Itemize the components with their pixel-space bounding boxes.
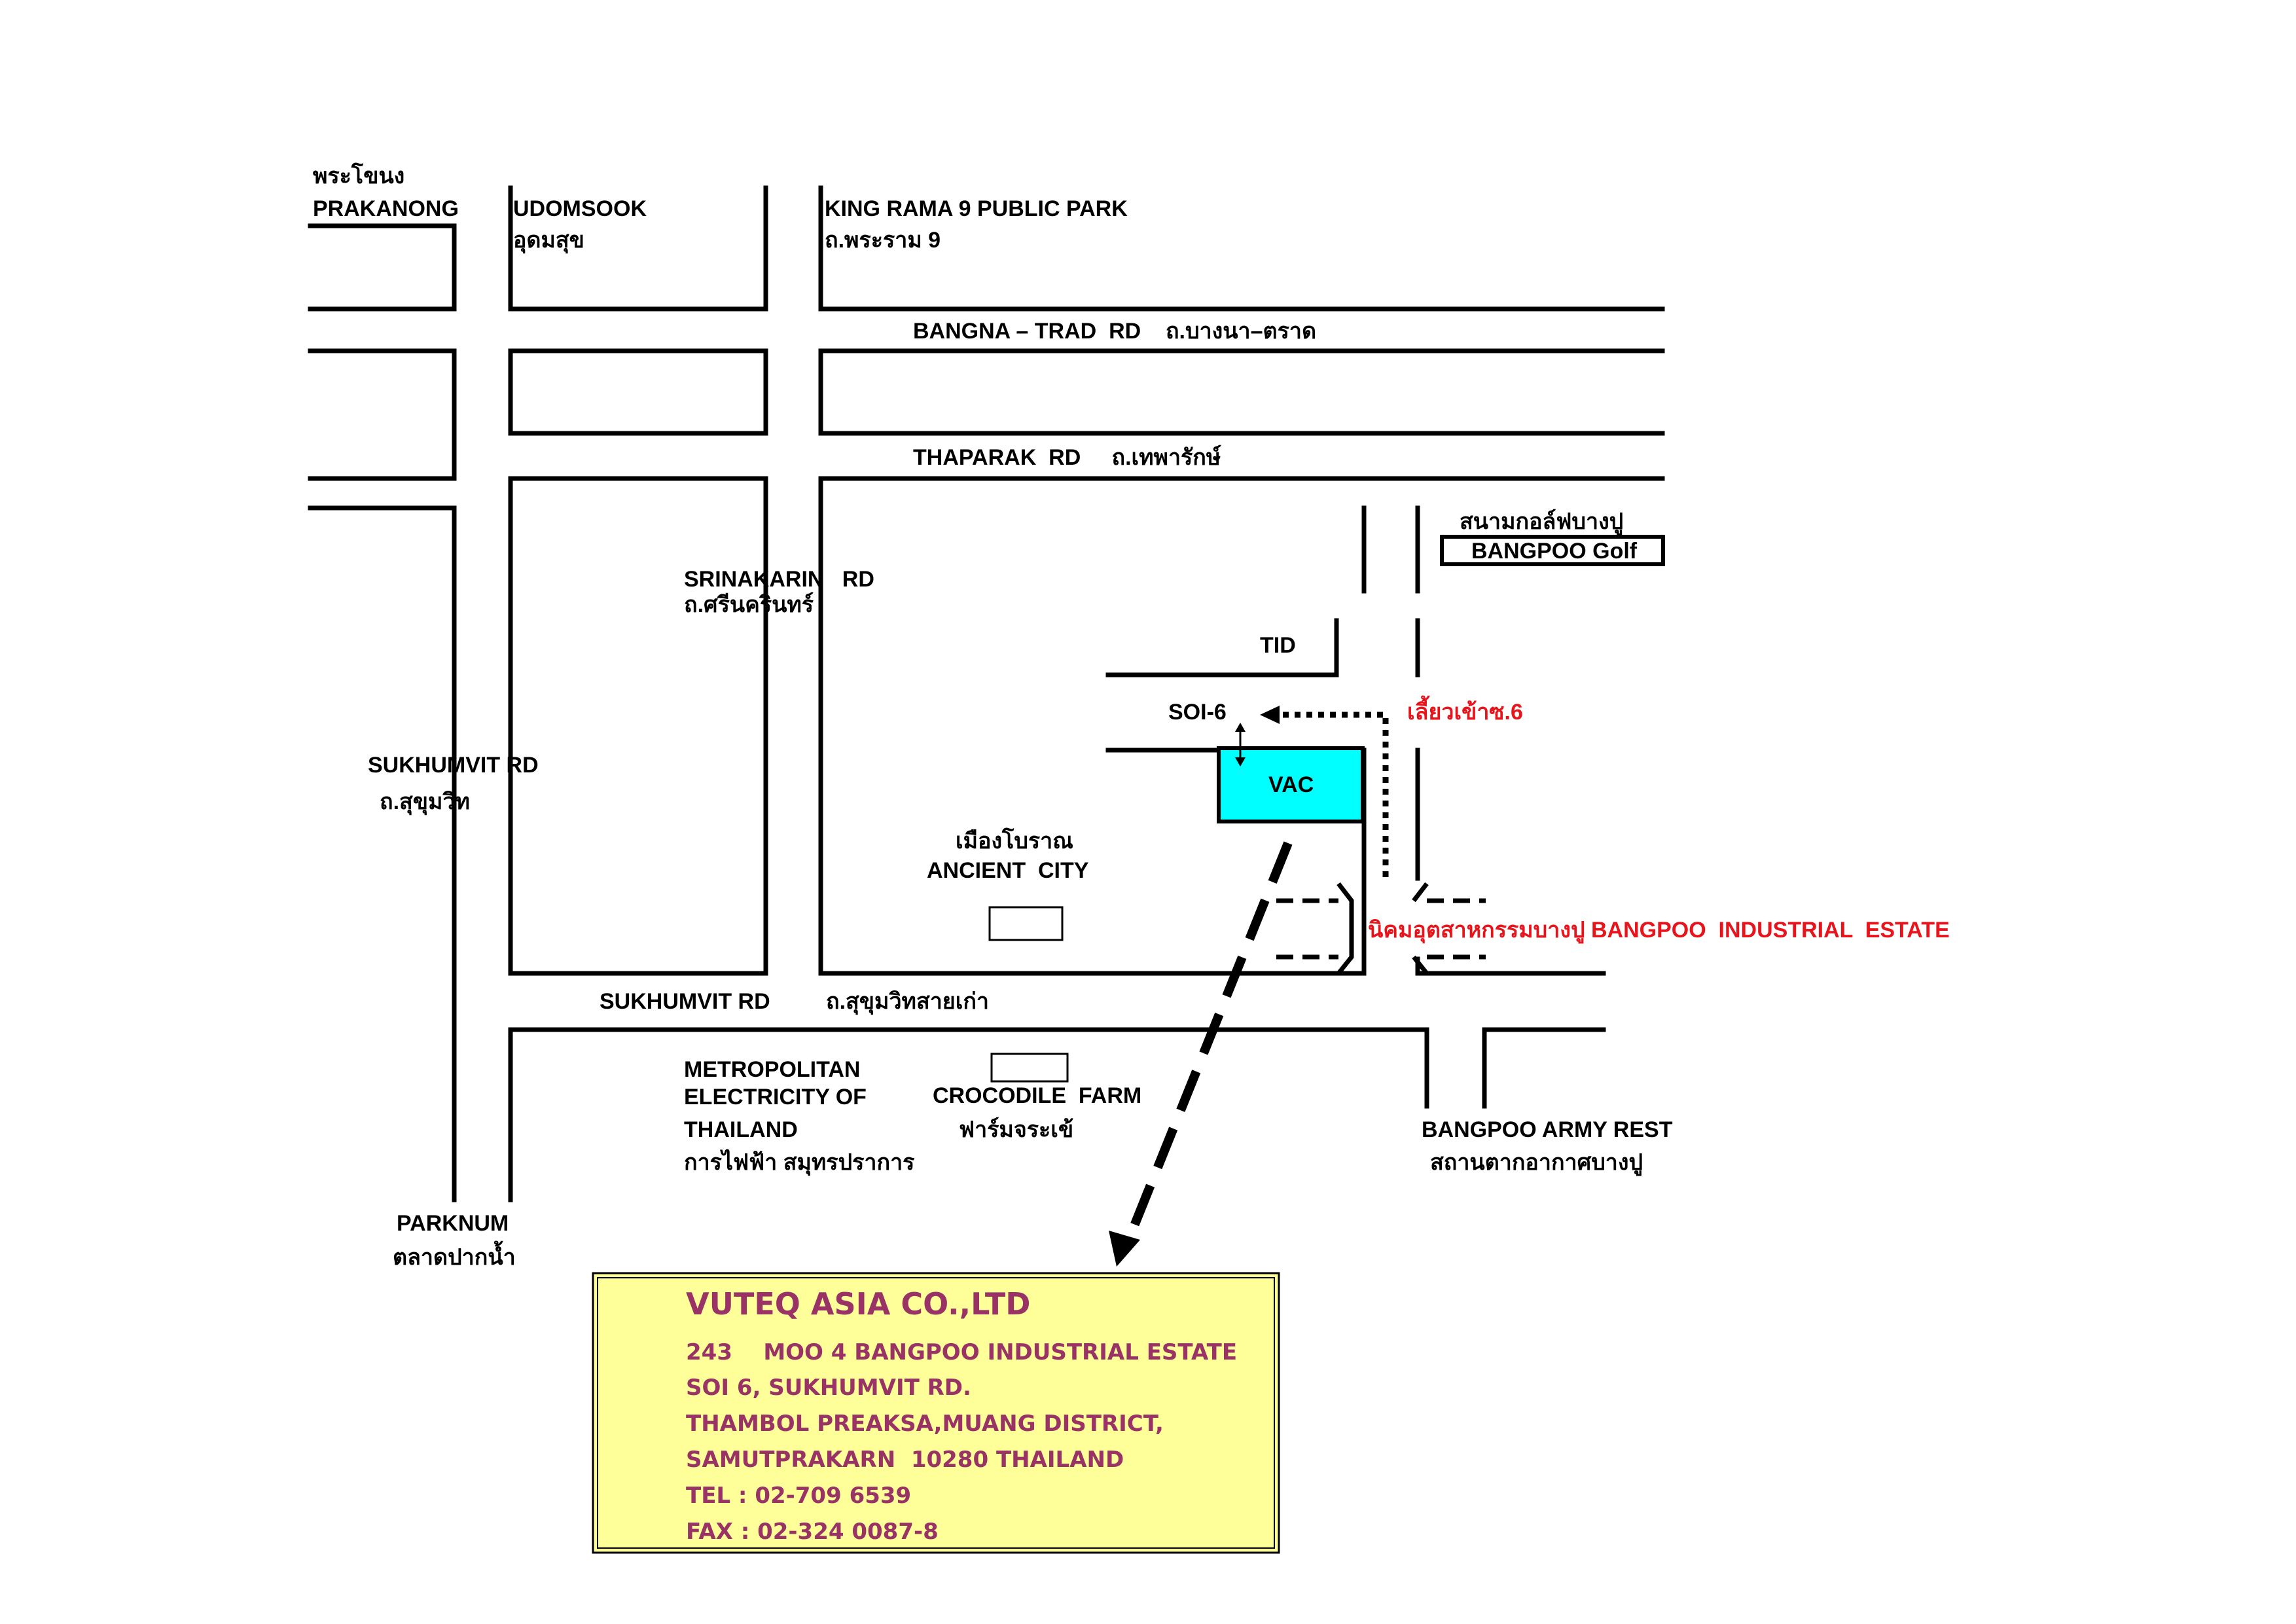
label-bangpoo-estate: นิคมอุตสาหกรรมบางปู BANGPOO INDUSTRIAL E…	[1368, 918, 1950, 944]
label-metropolitan-th: การไฟฟ้า สมุทรปราการ	[684, 1149, 915, 1176]
address-line-4: SAMUTPRAKARN 10280 THAILAND	[686, 1447, 1124, 1473]
label-sukhumvit-rd-left: SUKHUMVIT RD	[368, 753, 539, 778]
address-tel: TEL : 02-709 6539	[686, 1483, 911, 1509]
road-udomsook-block-top	[508, 185, 768, 312]
address-line-1: 243 MOO 4 BANGPOO INDUSTRIAL ESTATE	[686, 1339, 1237, 1365]
crocodile-farm-marker	[990, 1053, 1069, 1083]
address-line-3: THAMBOL PREAKSA,MUANG DISTRICT,	[686, 1411, 1164, 1437]
label-parknum-en: PARKNUM	[397, 1211, 509, 1236]
label-srinakarin-th: ถ.ศรีนครินทร์	[684, 592, 814, 617]
label-army-rest-th: สถานตากอากาศบางปู	[1430, 1150, 1643, 1176]
road-thaparak-south	[818, 476, 1665, 976]
road-sukhumvit-old-south	[508, 1027, 1429, 1202]
label-army-rest-en: BANGPOO ARMY REST	[1422, 1117, 1673, 1142]
road-block-srinakarin-west	[508, 476, 768, 976]
label-prakanong-en: PRAKANONG	[313, 196, 459, 221]
turn-in-arrowhead	[1260, 706, 1280, 724]
address-line-2: SOI 6, SUKHUMVIT RD.	[686, 1375, 971, 1401]
company-name: VUTEQ ASIA CO.,LTD	[686, 1286, 1030, 1322]
ancient-city-marker	[988, 906, 1064, 941]
label-udomsook-th: อุดมสุข	[513, 228, 584, 254]
road-tid-north	[1105, 618, 1339, 677]
label-crocodile-th: ฟาร์มจระเข้	[959, 1117, 1073, 1142]
address-fax: FAX : 02-324 0087-8	[686, 1519, 939, 1545]
label-vac: VAC	[1268, 772, 1314, 797]
label-turn-soi6: เลี้ยวเข้าซ.6	[1407, 695, 1523, 725]
label-srinakarin-en: SRINAKARIN RD	[684, 567, 874, 592]
road-block-left-middle	[308, 348, 457, 481]
label-sukhumvit-old-th: ถ.สุขุมวิทสายเก่า	[826, 989, 989, 1015]
pointer-arrowhead	[1109, 1231, 1140, 1267]
label-metropolitan-2: ELECTRICITY OF	[684, 1085, 867, 1110]
label-prakanong-th: พระโขนง	[313, 162, 404, 189]
label-sukhumvit-rd-bottom: SUKHUMVIT RD	[600, 989, 770, 1014]
turn-in-dotted-path	[1273, 712, 1389, 877]
road-estate-bottom-right	[1415, 956, 1606, 976]
bangpoo-golf-marker	[1440, 535, 1665, 566]
label-sukhumvit-th-left: ถ.สุขุมวิท	[380, 789, 470, 816]
road-network	[308, 185, 1665, 1202]
pointer-dashed-arrow	[1128, 841, 1293, 1233]
label-thaparak: THAPARAK RD ถ.เทพารักษ์	[913, 444, 1221, 470]
road-army-rest	[1482, 1027, 1606, 1109]
label-bangpoo-golf-en: BANGPOO Golf	[1471, 539, 1638, 564]
road-block-prakanong	[308, 223, 457, 312]
label-tid: TID	[1260, 633, 1296, 658]
road-rama9-block-top	[818, 185, 1665, 312]
label-soi6: SOI-6	[1168, 700, 1227, 725]
label-bangpoo-golf-th: สนามกอล์ฟบางปู	[1460, 509, 1623, 535]
label-king-rama9-en: KING RAMA 9 PUBLIC PARK	[825, 196, 1128, 221]
address-card-border	[592, 1272, 1280, 1554]
label-metropolitan-3: THAILAND	[684, 1117, 798, 1142]
address-card: VUTEQ ASIA CO.,LTD 243 MOO 4 BANGPOO IND…	[592, 1272, 1280, 1554]
label-metropolitan-1: METROPOLITAN	[684, 1057, 860, 1082]
road-bangna-trad-south	[818, 348, 1665, 436]
estate-dashed-route	[1276, 882, 1486, 975]
label-parknum-th: ตลาดปากน้ำ	[393, 1240, 516, 1270]
label-ancient-city-th: เมืองโบราณ	[956, 827, 1073, 854]
label-udomsook-en: UDOMSOOK	[513, 196, 647, 221]
road-sukhumvit-west-edge	[308, 505, 457, 1202]
label-ancient-city-en: ANCIENT CITY	[927, 858, 1089, 883]
road-block-udomsook-middle	[508, 348, 768, 436]
label-king-rama9-th: ถ.พระราม 9	[825, 228, 941, 253]
map-labels: พระโขนง PRAKANONG UDOMSOOK อุดมสุข KING …	[313, 162, 1950, 1270]
label-crocodile-en: CROCODILE FARM	[933, 1083, 1141, 1108]
label-bangna-trad: BANGNA – TRAD RD ถ.บางนา–ตราด	[913, 319, 1316, 344]
